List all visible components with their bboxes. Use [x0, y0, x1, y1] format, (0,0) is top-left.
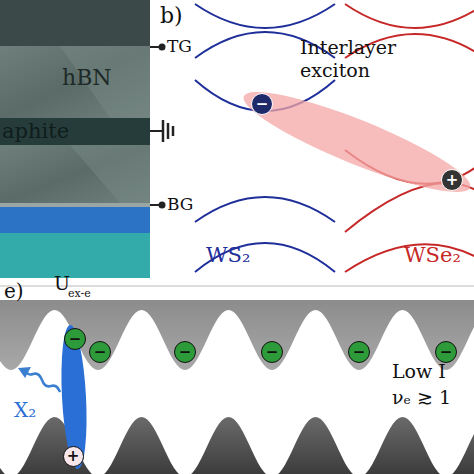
layer-label: aphite	[2, 120, 69, 142]
exciton-name: X₂	[14, 400, 36, 421]
terminal-label: BG	[167, 196, 193, 214]
charge-sign: −	[440, 345, 453, 360]
panel-letter: b)	[160, 4, 183, 27]
charge-sign: −	[94, 345, 107, 360]
device-stack	[0, 0, 173, 278]
energy-subscript: ex-e	[68, 288, 91, 300]
x2-exciton	[58, 324, 90, 469]
exciton-label: Interlayer exciton	[300, 36, 410, 82]
panel-border	[0, 286, 474, 287]
filling-label: νₑ ≳ 1	[392, 388, 451, 408]
charge-sign: +	[446, 173, 459, 188]
electron-charge: −	[251, 93, 273, 115]
hole-charge: +	[441, 169, 463, 191]
energy-symbol: U	[54, 274, 70, 294]
charge-sign: −	[266, 345, 279, 360]
terminal-label: TG	[167, 38, 192, 56]
photon-arrow	[18, 367, 60, 392]
intensity-label: Low I	[392, 362, 446, 382]
electron-charge: −	[174, 341, 196, 363]
charge-sign: +	[67, 449, 80, 464]
electron-charge: −	[64, 328, 86, 350]
charge-sign: −	[353, 345, 366, 360]
charge-sign: −	[179, 345, 192, 360]
charge-sign: −	[69, 332, 82, 347]
panel-letter: e)	[4, 281, 24, 302]
electron-charge: −	[89, 341, 111, 363]
layer-label: hBN	[62, 66, 112, 89]
hole-charge: +	[63, 446, 84, 467]
electron-charge: −	[435, 341, 457, 363]
charge-sign: −	[256, 97, 269, 112]
interlayer-exciton-cloud	[236, 76, 474, 208]
material-label: WSe₂	[404, 244, 461, 266]
electron-charge: −	[348, 341, 370, 363]
electron-charge: −	[261, 341, 283, 363]
material-label: WS₂	[206, 244, 250, 266]
